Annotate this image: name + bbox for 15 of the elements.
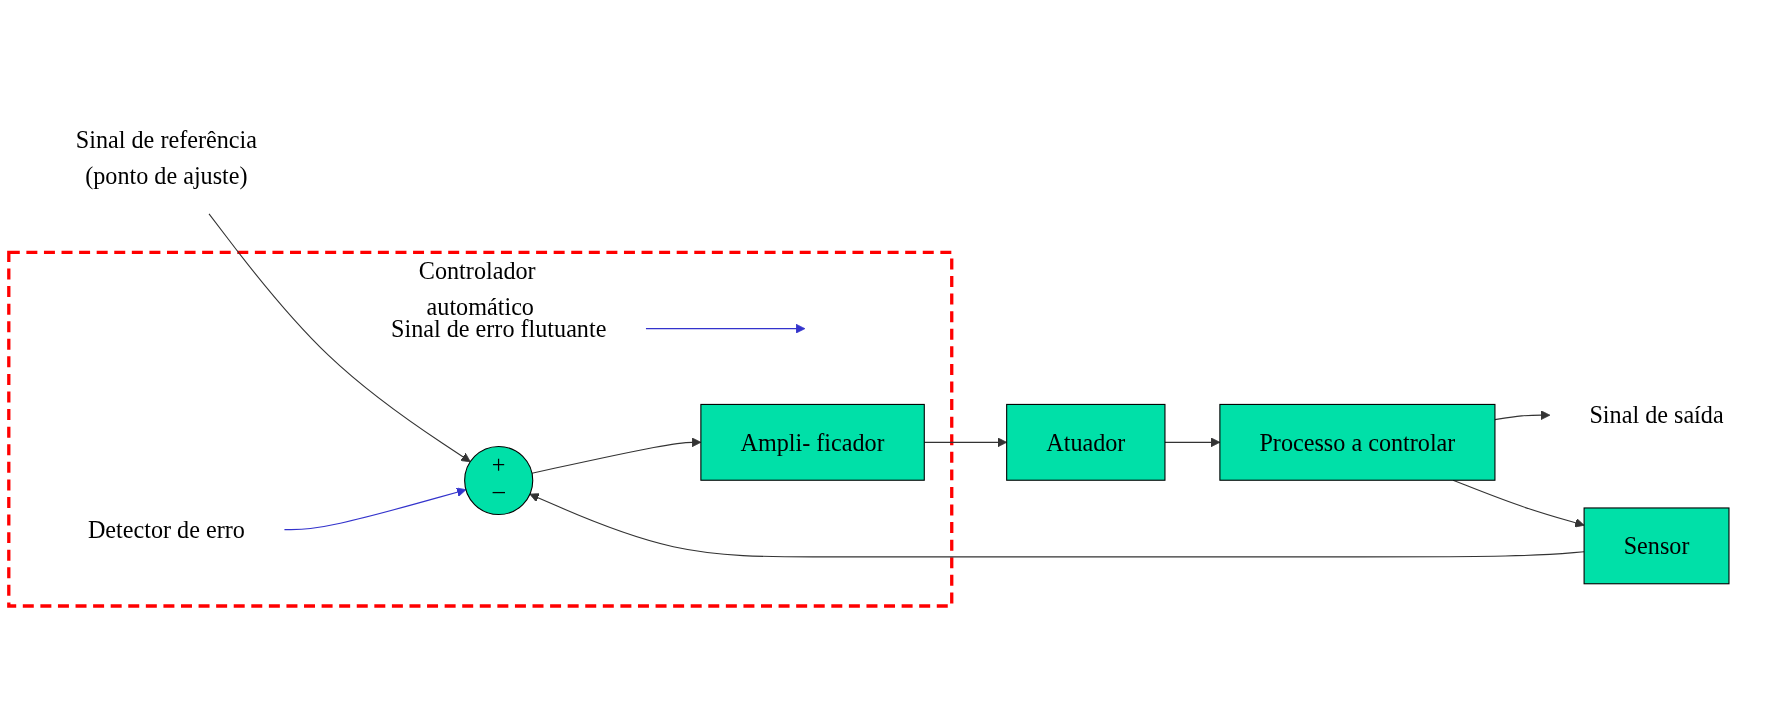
arrow xyxy=(1452,479,1585,528)
node-text: Sinal de erro flutuante xyxy=(390,314,607,342)
node-box: Processo a controlar xyxy=(1219,403,1496,481)
arrow xyxy=(645,323,806,334)
node-box: Sensor xyxy=(1583,507,1730,584)
node-box: Atuador xyxy=(1006,403,1166,481)
arrow xyxy=(529,492,1585,557)
node-circle: + – xyxy=(464,445,534,515)
arrow xyxy=(283,487,467,530)
arrow xyxy=(1494,409,1551,420)
node-box: Ampli- ficador xyxy=(700,403,925,481)
node-text: Sinal de referência (ponto de ajuste) xyxy=(75,125,257,190)
arrow xyxy=(208,212,471,462)
node-text: Detector de erro xyxy=(87,515,245,543)
node-text: Sinal de saída xyxy=(1589,401,1724,429)
